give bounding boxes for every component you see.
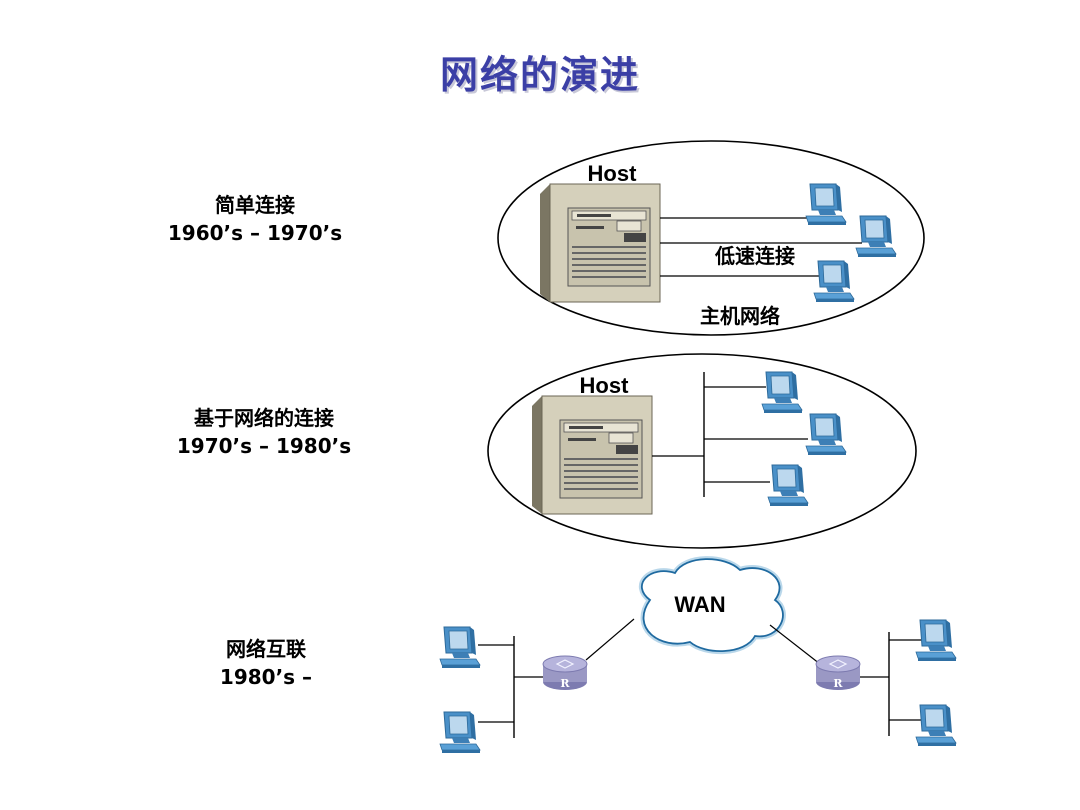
pc-icon [813, 260, 855, 303]
wan-cloud-icon [639, 556, 786, 654]
wan-label: WAN [674, 592, 725, 617]
host-network-ellipse [497, 140, 925, 336]
pc-icon [915, 704, 957, 747]
host-label: Host [580, 373, 630, 398]
pc-icon [805, 413, 847, 456]
pc-icon [767, 464, 809, 507]
server-icon [531, 395, 653, 515]
page-title: 网络的演进 [439, 53, 640, 97]
pc-icon [439, 711, 481, 754]
stage-3-caption: 网络互联 1980’s – [190, 635, 342, 691]
pc-icon [855, 215, 897, 258]
wan-link-right [769, 624, 821, 665]
stage-2-caption: 基于网络的连接 1970’s – 1980’s [150, 404, 378, 460]
low-speed-link-label: 低速连接 [714, 244, 795, 268]
pc-icon [915, 619, 957, 662]
stage-3-period: 1980’s – [219, 665, 313, 689]
router-left-label: R [560, 677, 570, 690]
lan-ellipse [487, 353, 917, 549]
server-icon [539, 183, 661, 303]
pc-icon [805, 183, 847, 226]
pc-icon [761, 371, 803, 414]
host-network-label: 主机网络 [700, 304, 780, 328]
stage-1-caption: 简单连接 1960’s – 1970’s [150, 191, 360, 247]
router-right-label: R [833, 677, 843, 690]
stage-1-period: 1960’s – 1970’s [167, 221, 343, 245]
stage-2-period: 1970’s – 1980’s [176, 434, 352, 458]
pc-icon [439, 626, 481, 669]
stage-1-name: 简单连接 [215, 193, 295, 217]
host-label: Host [588, 161, 638, 186]
wan-link-left [585, 618, 635, 661]
stage-3-name: 网络互联 [226, 637, 306, 661]
stage-2-name: 基于网络的连接 [194, 406, 334, 430]
